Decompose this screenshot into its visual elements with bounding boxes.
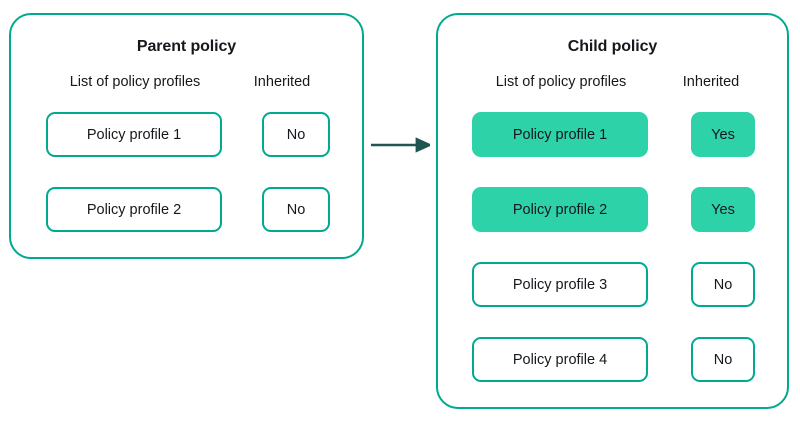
child-column-header-inherited: Inherited <box>682 74 740 90</box>
parent-inherited-box-1[interactable]: No <box>262 112 330 157</box>
child-policy-profile-box-2[interactable]: Policy profile 2 <box>472 187 648 232</box>
parent-column-header-inherited: Inherited <box>253 74 311 90</box>
table-row: Policy profile 2 No <box>11 187 362 232</box>
table-row: Policy profile 2 Yes <box>438 187 787 232</box>
child-inherited-box-4[interactable]: No <box>691 337 755 382</box>
parent-policy-rows: Policy profile 1 No Policy profile 2 No <box>11 112 362 232</box>
table-row: Policy profile 3 No <box>438 262 787 307</box>
child-column-header-profiles: List of policy profiles <box>495 74 627 90</box>
parent-policy-panel: Parent policy List of policy profiles In… <box>9 13 364 259</box>
child-policy-profile-box-3[interactable]: Policy profile 3 <box>472 262 648 307</box>
table-row: Policy profile 1 Yes <box>438 112 787 157</box>
child-inherited-box-1[interactable]: Yes <box>691 112 755 157</box>
table-row: Policy profile 1 No <box>11 112 362 157</box>
parent-policy-profile-box-2[interactable]: Policy profile 2 <box>46 187 222 232</box>
inheritance-arrow-icon <box>371 137 430 153</box>
parent-inherited-box-2[interactable]: No <box>262 187 330 232</box>
child-policy-title: Child policy <box>567 38 658 55</box>
parent-policy-title: Parent policy <box>136 38 237 55</box>
child-policy-panel: Child policy List of policy profiles Inh… <box>436 13 789 409</box>
parent-column-header-profiles: List of policy profiles <box>69 74 201 90</box>
child-policy-profile-box-1[interactable]: Policy profile 1 <box>472 112 648 157</box>
parent-policy-profile-box-1[interactable]: Policy profile 1 <box>46 112 222 157</box>
child-column-headers: List of policy profiles Inherited <box>438 74 787 94</box>
child-inherited-box-3[interactable]: No <box>691 262 755 307</box>
table-row: Policy profile 4 No <box>438 337 787 382</box>
parent-column-headers: List of policy profiles Inherited <box>11 74 362 94</box>
child-policy-rows: Policy profile 1 Yes Policy profile 2 Ye… <box>438 112 787 382</box>
child-policy-profile-box-4[interactable]: Policy profile 4 <box>472 337 648 382</box>
child-inherited-box-2[interactable]: Yes <box>691 187 755 232</box>
